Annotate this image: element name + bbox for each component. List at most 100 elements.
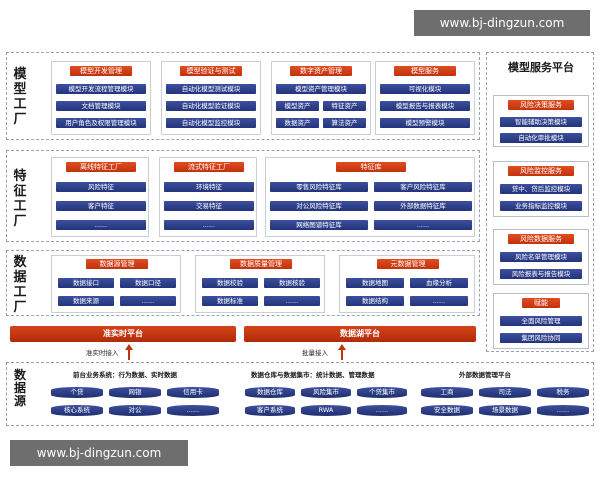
module-item: 自动化模型验证模块 [166, 101, 256, 111]
module-item: 对公风险特征库 [270, 201, 368, 211]
source-item: ...... [357, 405, 407, 416]
group-title: 模型验证与测试 [180, 66, 242, 76]
module-item: ...... [56, 220, 146, 230]
module-item: ...... [264, 296, 320, 306]
feature-factory-section: 特征工厂 离线特征工厂 风险特征 客户特征 ...... 流式特征工厂 环境特征… [6, 150, 480, 242]
model-factory-section: 模型工厂 模型开发管理 模型开发流程管理模块 文档管理模块 用户角色及权限管理模… [6, 52, 480, 140]
source-item: 工商 [421, 387, 473, 398]
group-data-quality: 数据质量管理 数据校验 数据核验 数据标准 ...... [195, 255, 325, 313]
module-item: 数据核验 [264, 278, 320, 288]
data-factory-label: 数据工厂 [13, 255, 27, 315]
model-factory-label: 模型工厂 [13, 67, 27, 127]
module-item: 风险特征 [56, 182, 146, 192]
group-title: 离线特征工厂 [66, 162, 136, 172]
source-item: ...... [537, 405, 589, 416]
source-item: 对公 [109, 405, 161, 416]
module-item: 数据接口 [58, 278, 114, 288]
module-item: 全面风险管理 [500, 316, 582, 326]
module-item: 算法资产 [323, 118, 366, 128]
module-item: 环境特征 [164, 182, 254, 192]
group-title: 元数据管理 [377, 259, 439, 269]
group-title: 外部数据管理平台 [459, 371, 511, 379]
module-item: 文档管理模块 [56, 101, 146, 111]
group-model-dev: 模型开发管理 模型开发流程管理模块 文档管理模块 用户角色及权限管理模块 [51, 61, 151, 135]
module-item: ...... [410, 296, 468, 306]
module-item: ...... [164, 220, 254, 230]
source-item: 税务 [537, 387, 589, 398]
module-item: 自动化模型测试模块 [166, 84, 256, 94]
module-item: 数据校验 [202, 278, 258, 288]
group-title: 模型服务 [394, 66, 456, 76]
model-service-platform: 模型服务平台 风险决策服务 智能辅助决策模块 自动化审批模块 风险监控服务 贷中… [486, 52, 594, 352]
module-item: 数据标准 [202, 296, 258, 306]
module-item: 数据资产 [276, 118, 319, 128]
module-item: 数据结构 [346, 296, 404, 306]
source-item: 核心系统 [51, 405, 103, 416]
group-title: 数字资产管理 [290, 66, 352, 76]
source-item: RWA [301, 405, 351, 416]
group-stream-feature: 流式特征工厂 环境特征 交易特征 ...... [159, 157, 257, 237]
group-title: 数据源管理 [86, 259, 148, 269]
service-risk-decision: 风险决策服务 智能辅助决策模块 自动化审批模块 [493, 95, 589, 147]
group-title: 数据质量管理 [230, 259, 292, 269]
module-item: 智能辅助决策模块 [500, 117, 582, 127]
module-item: 自动化审批模块 [500, 133, 582, 143]
source-item: 个贷 [51, 387, 103, 398]
module-item: 网络图谱特征库 [270, 220, 368, 230]
source-item: 网银 [109, 387, 161, 398]
group-metadata: 元数据管理 数据地图 血缘分析 数据结构 ...... [339, 255, 475, 313]
module-item: 风险名单管理模块 [500, 252, 582, 262]
service-risk-monitor: 风险监控服务 贷中、贷后监控模块 业务指标监控模块 [493, 161, 589, 217]
group-title: 流式特征工厂 [174, 162, 244, 172]
module-item: 集团风险协同 [500, 333, 582, 343]
module-item: ...... [374, 220, 472, 230]
module-item: 风险报表与报告模块 [500, 269, 582, 279]
module-item: 数据地图 [346, 278, 404, 288]
module-item: 模型开发流程管理模块 [56, 84, 146, 94]
feature-factory-label: 特征工厂 [13, 169, 27, 229]
source-item: 数据仓库 [245, 387, 295, 398]
service-risk-data: 风险数据服务 风险名单管理模块 风险报表与报告模块 [493, 229, 589, 285]
module-item: 自动化模型监控模块 [166, 118, 256, 128]
module-item: 数据口径 [120, 278, 176, 288]
module-item: 外部数据特征库 [374, 201, 472, 211]
module-item: 血缘分析 [410, 278, 468, 288]
batch-arrow-shaft [341, 348, 343, 360]
module-item: 客户特征 [56, 201, 146, 211]
group-model-validation: 模型验证与测试 自动化模型测试模块 自动化模型验证模块 自动化模型监控模块 [161, 61, 261, 135]
module-item: 模型预警模块 [380, 118, 470, 128]
realtime-arrow-head [125, 344, 133, 350]
realtime-platform-bar: 准实时平台 [10, 326, 236, 342]
source-item: 客户系统 [245, 405, 295, 416]
group-title: 赋能 [522, 298, 560, 308]
group-title: 风险数据服务 [508, 234, 574, 244]
module-item: 特征资产 [323, 101, 366, 111]
source-item: 信用卡 [167, 387, 219, 398]
group-feature-store: 特征库 零售风险特征库 客户风险特征库 对公风险特征库 外部数据特征库 网络图谱… [265, 157, 475, 237]
service-empower: 赋能 全面风险管理 集团风险协同 [493, 293, 589, 349]
group-digital-assets: 数字资产管理 模型资产管理模块 模型资产 特征资产 数据资产 算法资产 [271, 61, 371, 135]
group-title: 数据仓库与数据集市：统计数据、管理数据 [251, 371, 375, 379]
module-item: 可视化模块 [380, 84, 470, 94]
group-title: 模型开发管理 [70, 66, 132, 76]
batch-ingest-label: 批量接入 [302, 349, 328, 357]
group-model-service: 模型服务 可视化模块 模型报告与报表模块 模型预警模块 [375, 61, 475, 135]
source-item: 司法 [479, 387, 531, 398]
module-item: 业务指标监控模块 [500, 201, 582, 211]
watermark-bottom: www.bj-dingzun.com [10, 440, 188, 466]
group-offline-feature: 离线特征工厂 风险特征 客户特征 ...... [51, 157, 149, 237]
module-item: 模型资产管理模块 [276, 84, 366, 94]
data-factory-section: 数据工厂 数据源管理 数据接口 数据口径 数据来源 ...... 数据质量管理 … [6, 250, 480, 316]
group-title: 风险决策服务 [508, 100, 574, 110]
group-title: 特征库 [336, 162, 406, 172]
platform-title: 模型服务平台 [508, 61, 574, 74]
source-item: 个贷集市 [357, 387, 407, 398]
realtime-ingest-label: 准实时接入 [86, 349, 119, 357]
datalake-platform-bar: 数据湖平台 [244, 326, 476, 342]
module-item: 贷中、贷后监控模块 [500, 184, 582, 194]
source-item: ...... [167, 405, 219, 416]
source-item: 安全数据 [421, 405, 473, 416]
realtime-arrow-shaft [128, 348, 130, 360]
group-title: 风险监控服务 [508, 166, 574, 176]
module-item: 模型报告与报表模块 [380, 101, 470, 111]
